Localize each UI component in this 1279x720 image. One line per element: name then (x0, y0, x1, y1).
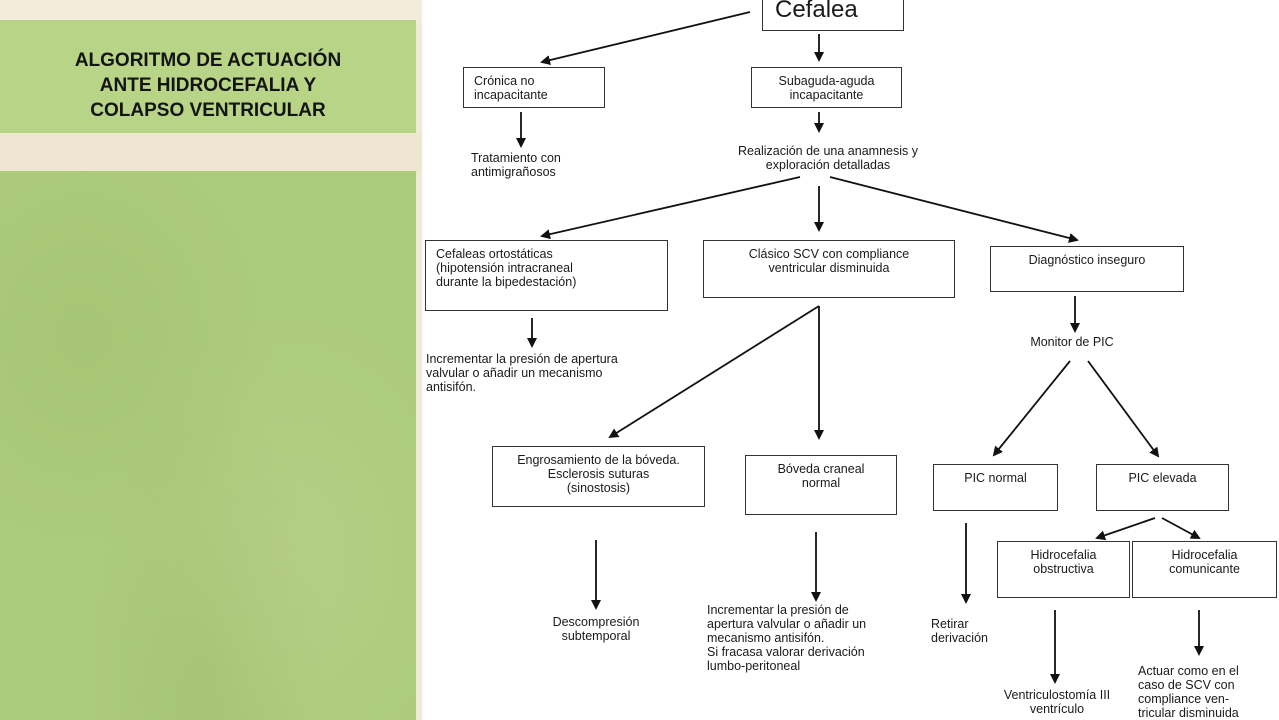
cefalea-node: Cefalea (762, 0, 904, 31)
actuar-text: Actuar como en el caso de SCV con compli… (1138, 664, 1239, 720)
boveda-normal-node: Bóveda craneal normal (745, 455, 897, 515)
arrow-root-cronica (540, 11, 751, 65)
monitor-pic-text: Monitor de PIC (1030, 335, 1114, 349)
antimigranosos-text: Tratamiento con antimigrañosos (471, 151, 561, 179)
pic-elevada-node: PIC elevada (1096, 464, 1229, 511)
descompresion-text: Descompresión subtemporal (552, 615, 640, 643)
diagnostico-inseguro-node: Diagnóstico inseguro (990, 246, 1184, 292)
slide-title: ALGORITMO DE ACTUACIÓN ANTE HIDROCEFALIA… (74, 50, 342, 121)
title-panel: ALGORITMO DE ACTUACIÓN ANTE HIDROCEFALIA… (0, 0, 422, 720)
subaguda-node: Subaguda-aguda incapacitante (751, 67, 902, 108)
flowchart-connectors (516, 11, 1204, 684)
hidrocefalia-obstructiva-node: Hidrocefalia obstructiva (997, 541, 1130, 598)
arrow-anamnesis-inseguro (829, 176, 1079, 243)
arrow-picelevada-comunicante (1161, 517, 1201, 539)
engrosamiento-node: Engrosamiento de la bóveda. Esclerosis s… (492, 446, 705, 507)
cronica-node: Crónica no incapacitante (463, 67, 605, 108)
incrementar-presion-text-1: Incrementar la presión de apertura valvu… (426, 352, 618, 394)
hidrocefalia-comunicante-node: Hidrocefalia comunicante (1132, 541, 1277, 598)
arrow-anamnesis-ortostaticas (540, 176, 801, 240)
arrow-picelevada-obstructiva (1095, 517, 1156, 541)
incrementar-presion-text-2: Incrementar la presión de apertura valvu… (707, 603, 867, 673)
pic-normal-node: PIC normal (933, 464, 1058, 511)
title-band (0, 20, 416, 133)
arrow-monitor-picnormal (992, 360, 1071, 457)
flowchart: Cefalea Crónica no incapacitante Subagud… (422, 0, 1279, 720)
retirar-derivacion-text: Retirar derivación (931, 617, 988, 645)
paper-strip-top (0, 0, 422, 22)
arrow-monitor-picelevada (1087, 360, 1160, 458)
ortostaticas-node: Cefaleas ortostáticas (hipotensión intra… (425, 240, 668, 311)
arrow-clasico-engrosamiento (608, 305, 820, 439)
green-textured-panel (0, 171, 416, 720)
paper-strip-middle (0, 133, 422, 173)
clasico-scv-node: Clásico SCV con compliance ventricular d… (703, 240, 955, 298)
ventriculostomia-text: Ventriculostomía III ventrículo (1003, 688, 1111, 716)
anamnesis-text: Realización de una anamnesis y exploraci… (738, 144, 918, 172)
